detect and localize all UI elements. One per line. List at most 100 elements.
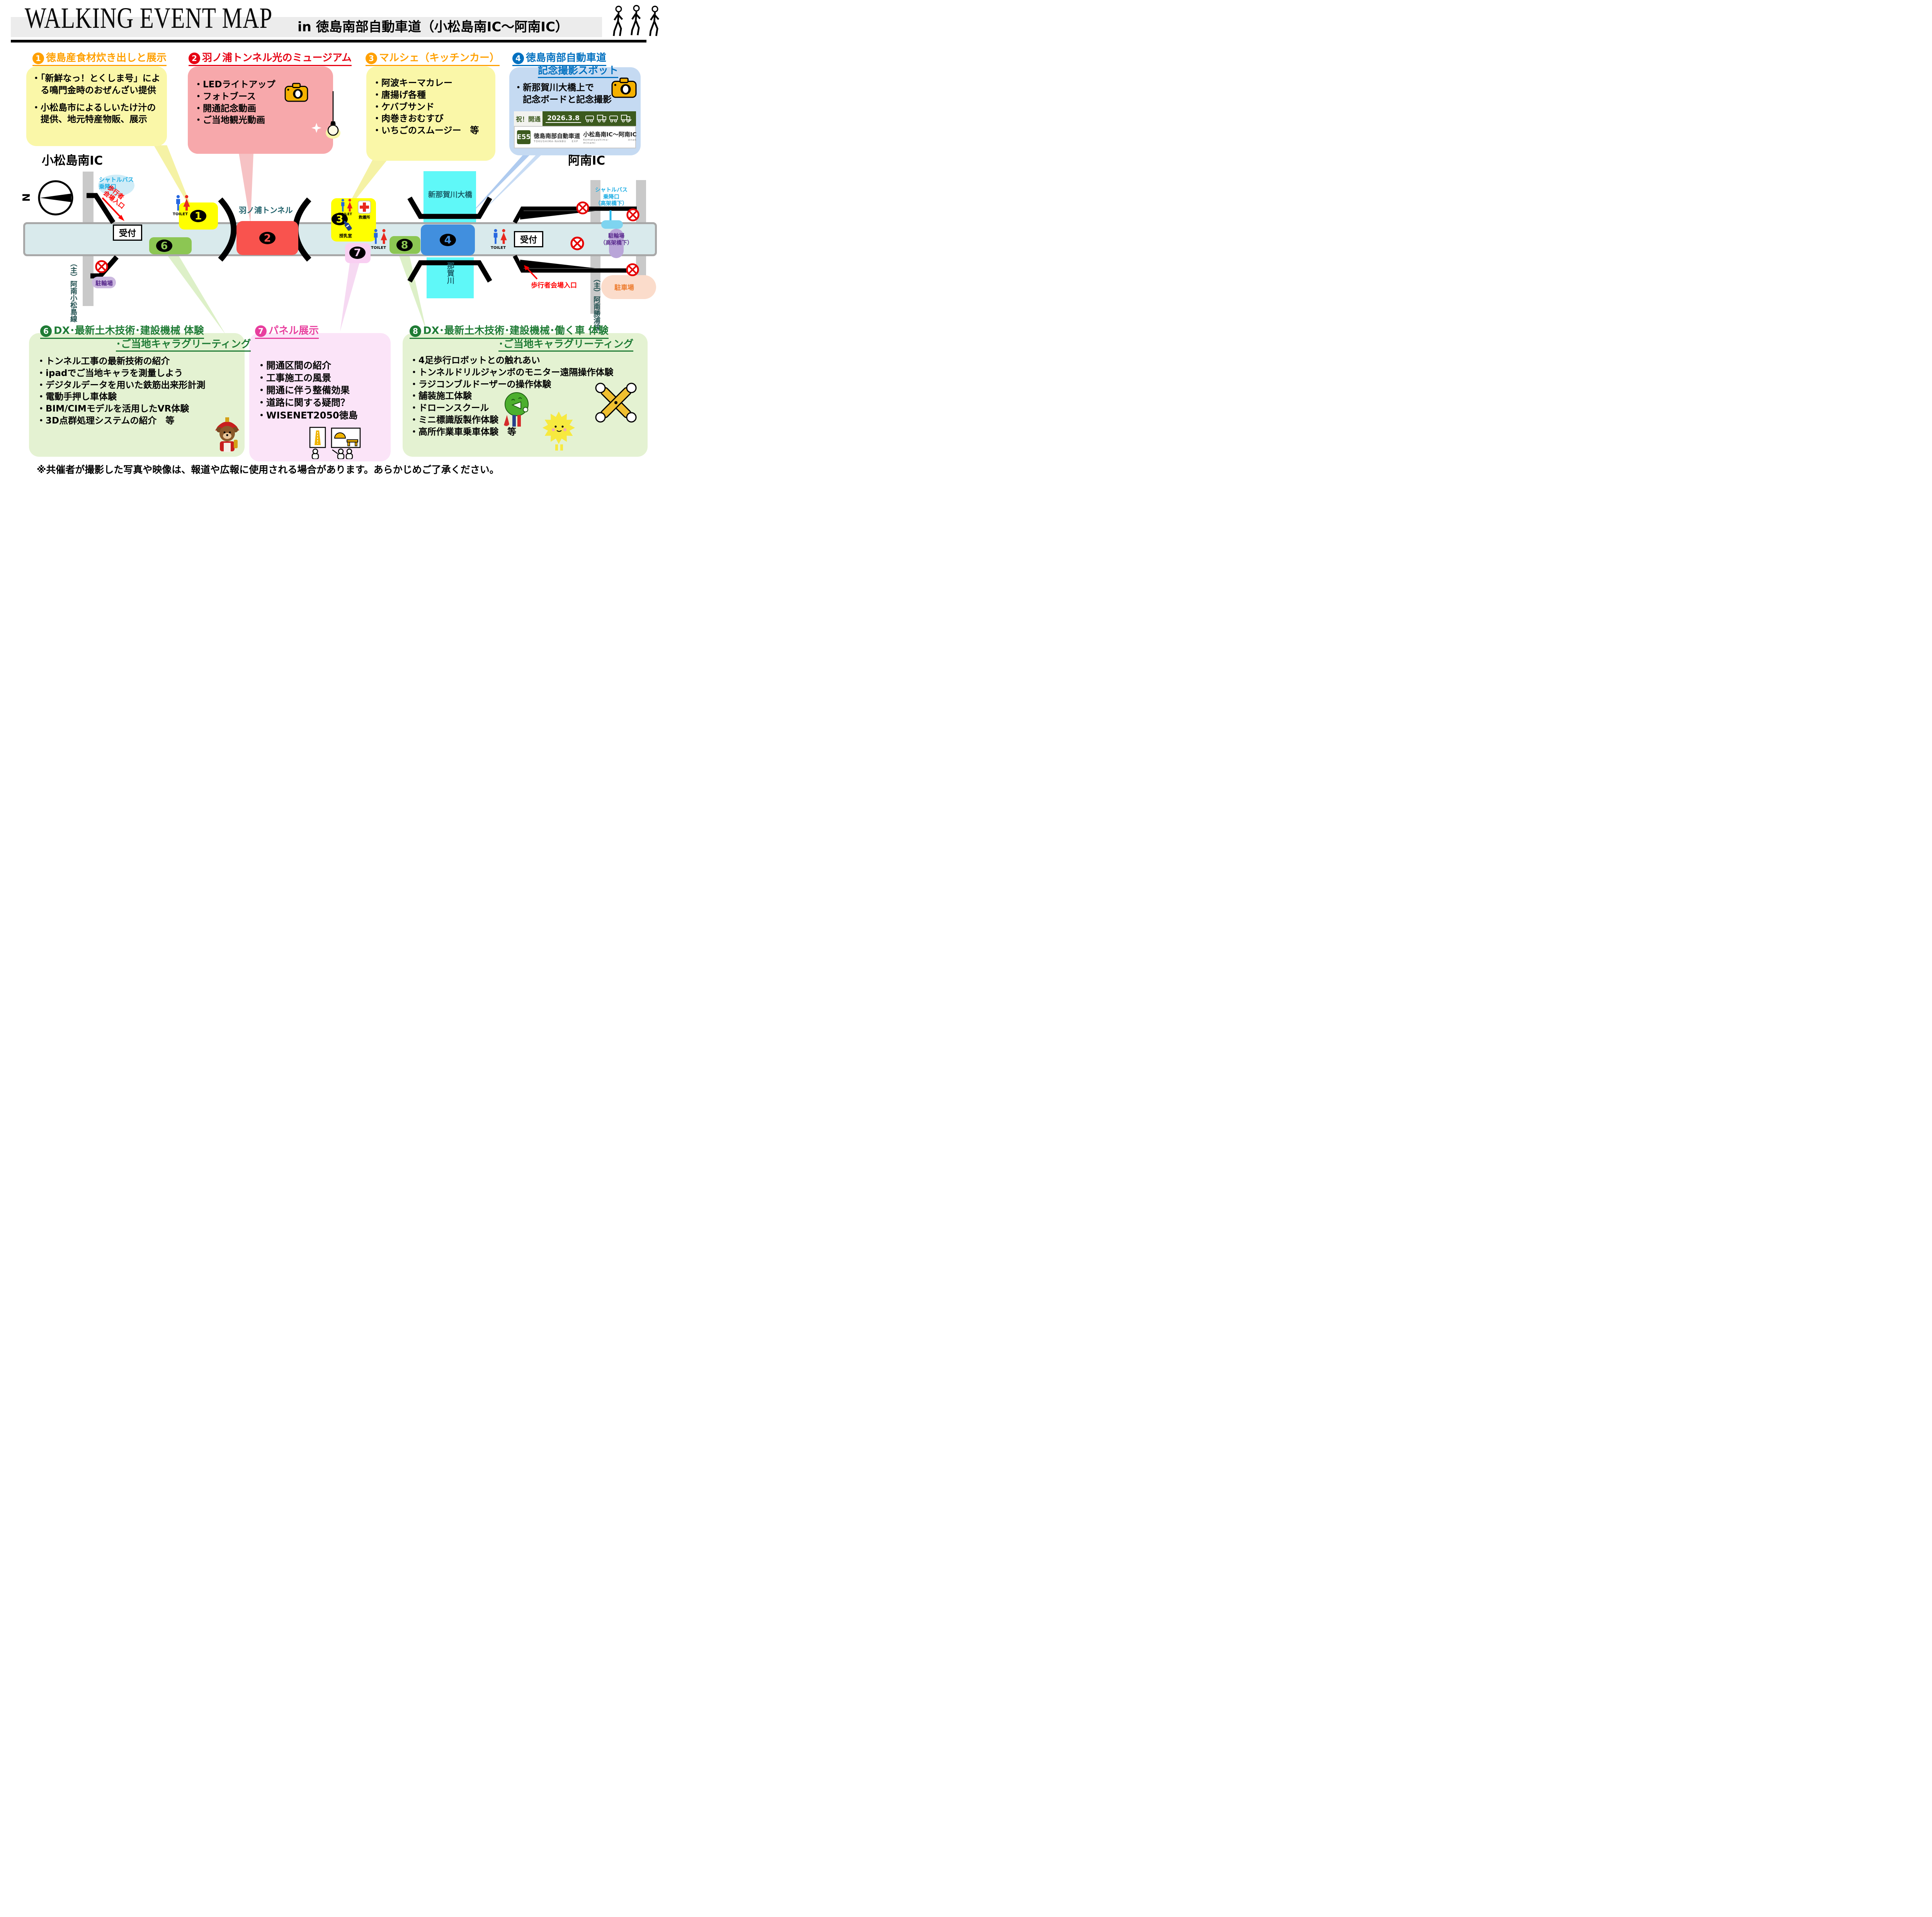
sign-section-en-row: Komatsushima-minami Anan (583, 138, 636, 145)
callout8-item: ・ラジコンブルドーザーの操作体験 (410, 379, 551, 390)
callout8-item: ・高所作業車乗車体験 等 (410, 427, 516, 437)
reception-left: 受付 (113, 225, 142, 241)
callout4-item: 記念ボードと記念撮影 (514, 94, 612, 105)
callout3-title: 3 マルシェ（キッチンカー） (366, 53, 500, 66)
callout7-item: ・開通区間の紹介 (257, 360, 331, 371)
callout6-item: ・トンネル工事の最新技術の紹介 (37, 356, 170, 366)
compass-icon (37, 179, 74, 216)
walker-icon (648, 5, 662, 38)
callout7-number: 7 (255, 325, 267, 337)
shuttle-stop-left-blob (98, 175, 134, 196)
callout2-item: ・フォトブース (194, 91, 256, 102)
ic-label-komatsushima: 小松島南IC (42, 154, 103, 168)
callout2-title: 2 羽ノ浦トンネル光のミュージアム (189, 53, 352, 66)
opening-sign: 祝！開通 2026.3.8 E55 徳島南部自動車道 (514, 111, 636, 150)
shuttle-stop-right-label: シャトルバス 乗降口 （高架橋下） (595, 187, 628, 207)
callout7-item: ・WISENET2050徳島 (257, 410, 358, 421)
callout8-number: 8 (410, 325, 421, 337)
toilet-icon (174, 195, 192, 212)
callout1-title-text: 徳島産食材炊き出しと展示 (46, 52, 167, 64)
callout3-item: ・唐揚げ各種 (372, 90, 426, 100)
sign-road-name-block: 徳島南部自動車道 TOKUSHIMA-NANBU EXP (534, 132, 580, 143)
samurai-bear-mascot (211, 417, 244, 455)
callout1-title: 1 徳島産食材炊き出しと展示 (32, 53, 167, 66)
toilet-label: TOILET (491, 246, 506, 250)
callout6-item: ・BIM/CIMモデルを活用したVR体験 (37, 404, 189, 414)
bridge-label: 新那賀川大橋 (428, 191, 472, 199)
no-entry-icon (95, 260, 109, 274)
walker-icon (611, 5, 626, 38)
sign-section-en2: Anan (628, 138, 637, 141)
footer-note: ※共催者が撮影した写真や映像は、報道や広報に使用される場合があります。あらかじめ… (37, 464, 499, 475)
callout4-title: 4 徳島南部自動車道 (512, 52, 607, 66)
callout7-item: ・開通に伴う整備効果 (257, 385, 350, 396)
toilet-icon (339, 199, 354, 213)
river-label: 那賀川 (446, 262, 454, 284)
callout8-item: ・トンネルドリルジャンボのモニター遠隔操作体験 (410, 367, 614, 378)
callout4-title-text: 徳島南部自動車道 (526, 52, 607, 64)
header-band (11, 17, 602, 37)
callout3-number: 3 (366, 53, 377, 64)
callout1-number: 1 (32, 53, 44, 64)
sign-section-en: Komatsushima-minami (583, 138, 609, 145)
callout6-title-text: DX･最新土木技術･建設機械 体験 (54, 325, 204, 337)
callout3-item: ・いちごのスムージー 等 (372, 126, 479, 136)
callout7-item: ・工事施工の風景 (257, 373, 331, 384)
toilet-icon (372, 229, 389, 245)
no-entry-icon (626, 263, 639, 277)
parking-blob (601, 275, 656, 299)
callout3-item: ・阿波キーマカレー (372, 78, 452, 88)
ic-label-anan: 阿南IC (568, 154, 605, 168)
first-aid-icon (358, 201, 371, 214)
callout3-title-text: マルシェ（キッチンカー） (379, 52, 500, 64)
camera-icon (284, 83, 308, 102)
star-icon (337, 109, 349, 121)
callout6-item: ・電動手押し車体験 (37, 392, 117, 402)
callout2-item: ・開通記念動画 (194, 103, 256, 114)
callout6-item: ・デジタルデータを用いた鉄筋出来形計測 (37, 380, 206, 390)
sign-road-name-en: TOKUSHIMA-NANBU (534, 139, 566, 143)
side-road-left-label: （主）阿南小松島線 (69, 260, 77, 322)
nursing-room-label: 授乳室 (339, 233, 352, 238)
sign-road-suffix-en: EXP (571, 139, 578, 143)
compass-north-label: N (20, 193, 32, 202)
callout1-body: ・「新鮮なっ！とくしま号」による鳴門金時のおぜんざい提供 ・小松島市によるしいた… (26, 66, 167, 146)
callout4-title-line2: 記念撮影スポット (538, 65, 619, 78)
callout2-title-text: 羽ノ浦トンネル光のミュージアム (202, 52, 352, 64)
callout8-title-line2: ･ご当地キャラグリーティング (498, 339, 634, 352)
sign-section: 小松島南IC～阿南IC (583, 131, 637, 138)
sign-road-name: 徳島南部自動車道 (534, 132, 580, 139)
sign-open-date: 2026.3.8 (546, 114, 581, 123)
no-entry-icon (626, 208, 640, 222)
venue-4-marker: 4 (440, 234, 456, 246)
callout6-item: ・ipadでご当地キャラを測量しよう (37, 368, 183, 378)
walker-icon (629, 4, 644, 37)
callout8-item: ・舗装施工体験 (410, 391, 472, 401)
callout2-body: ・LEDライトアップ ・フォトブース ・開通記念動画 ・ご当地観光動画 (188, 66, 333, 154)
toilet-icon (492, 229, 509, 245)
callout2-item: ・LEDライトアップ (194, 80, 276, 90)
bridge-area (423, 171, 476, 222)
toilet-label: TOILET (371, 246, 386, 250)
callout8-title: 8 DX･最新土木技術･建設機械･働く車 体験 (410, 325, 609, 339)
sign-section-block: 小松島南IC～阿南IC Komatsushima-minami Anan (583, 130, 636, 145)
callout6-body: ・トンネル工事の最新技術の紹介 ・ipadでご当地キャラを測量しよう ・デジタル… (29, 333, 245, 457)
walking-event-map-page: WALKING EVENT MAP in 徳島南部自動車道（小松島南IC～阿南I… (0, 0, 678, 479)
map-linework (87, 193, 637, 283)
venue-2-marker: 2 (259, 232, 276, 244)
no-entry-icon (570, 236, 585, 251)
vehicle-icons (585, 115, 631, 122)
camera-icon (611, 77, 637, 98)
opening-sign-bottom-row: E55 徳島南部自動車道 TOKUSHIMA-NANBU EXP 小松島南IC～… (514, 126, 636, 148)
parking-label: 駐車場 (614, 284, 634, 292)
venue-8-marker: 8 (396, 239, 413, 251)
pedestrian-entrance-right-label: 歩行者会場入口 (531, 282, 577, 289)
callout3-body: ・阿波キーマカレー ・唐揚げ各種 ・ケバブサンド ・肉巻きおむすび ・いちごのス… (366, 66, 495, 161)
star-icon (311, 123, 321, 133)
callout1-item: ・小松島市によるしいたけ汁の提供、地元特産物販、展示 (32, 102, 156, 125)
toilet-label: TOILET (173, 212, 188, 216)
reception-right: 受付 (514, 231, 543, 247)
callout2-item: ・ご当地観光動画 (194, 115, 265, 126)
callout8-item: ・4足歩行ロボットとの触れあい (410, 356, 540, 366)
sign-date-strip: 2026.3.8 (543, 111, 636, 126)
